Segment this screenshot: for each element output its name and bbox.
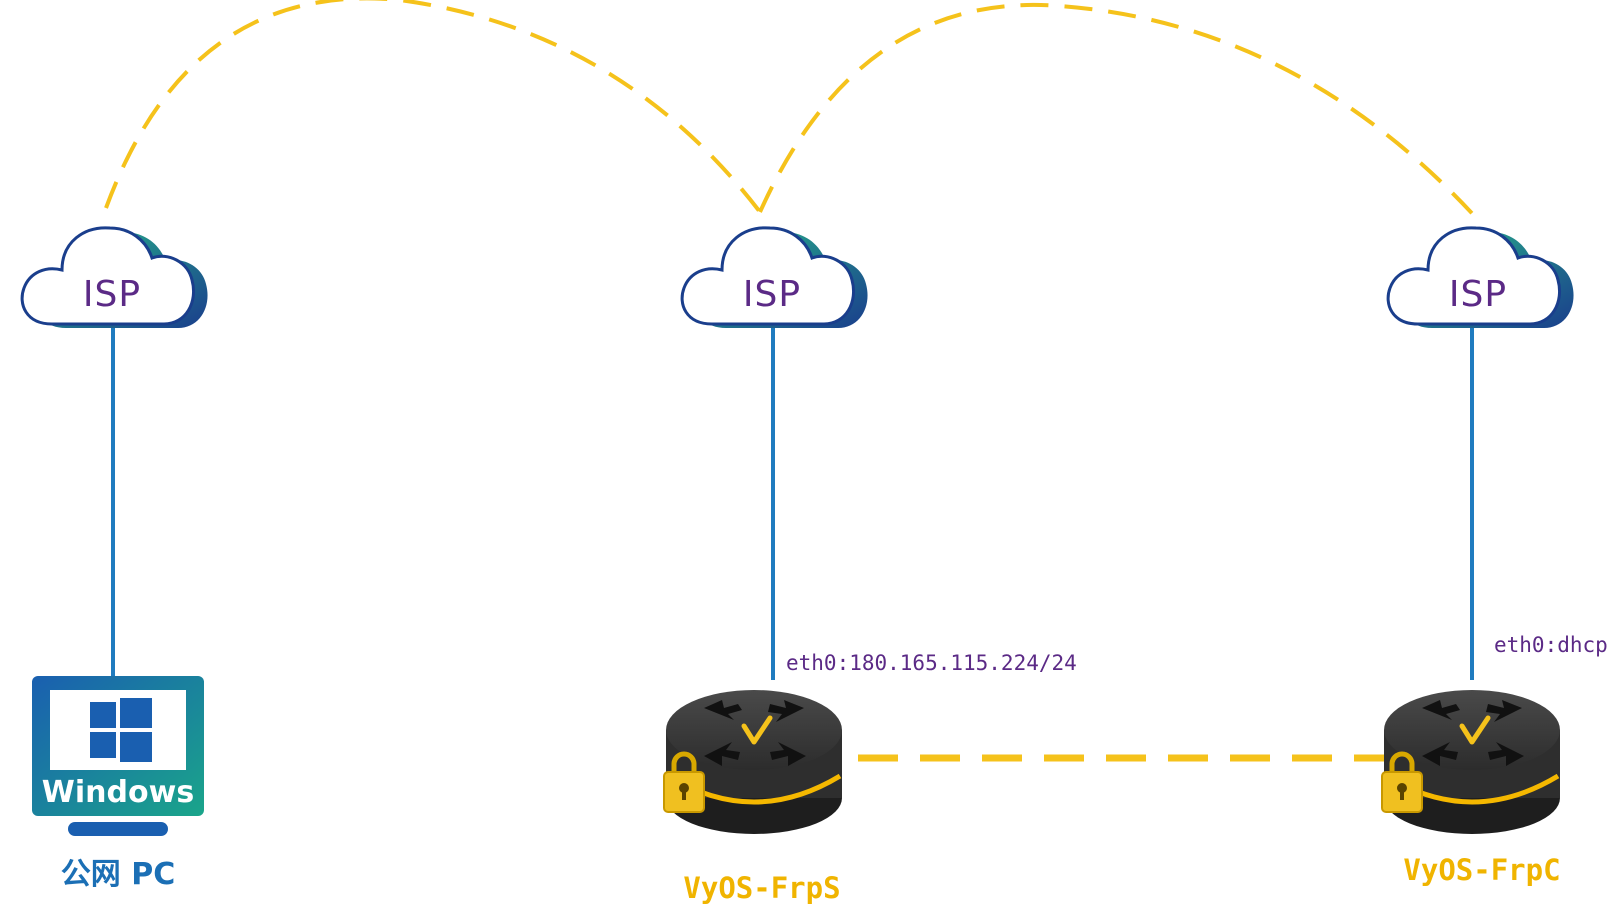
isp-cloud-label: ISP: [1449, 274, 1507, 315]
isp-cloud-3: ISP: [1386, 226, 1576, 330]
dashed-link-cloud2-cloud3: [758, 3, 1482, 224]
windows-screen-text: Windows: [42, 775, 194, 810]
frpc-interface-label: eth0:dhcp: [1494, 633, 1608, 657]
isp-cloud-label: ISP: [743, 274, 801, 315]
frpc-router-label: VyOS-FrpC: [1403, 853, 1560, 887]
router-frpc-icon: [1382, 690, 1560, 834]
frps-interface-label: eth0:180.165.115.224/24: [786, 651, 1077, 675]
isp-cloud-2: ISP: [680, 226, 870, 330]
dashed-link-cloud1-cloud2: [104, 0, 762, 214]
router-frps-icon: [664, 690, 842, 834]
frps-router-label: VyOS-FrpS: [683, 871, 840, 905]
isp-cloud-label: ISP: [83, 274, 141, 315]
windows-pc-icon: Windows: [32, 676, 204, 836]
isp-cloud-1: ISP: [20, 226, 210, 330]
pc-label: 公网 PC: [61, 857, 175, 892]
windows-logo-icon: [90, 698, 152, 762]
